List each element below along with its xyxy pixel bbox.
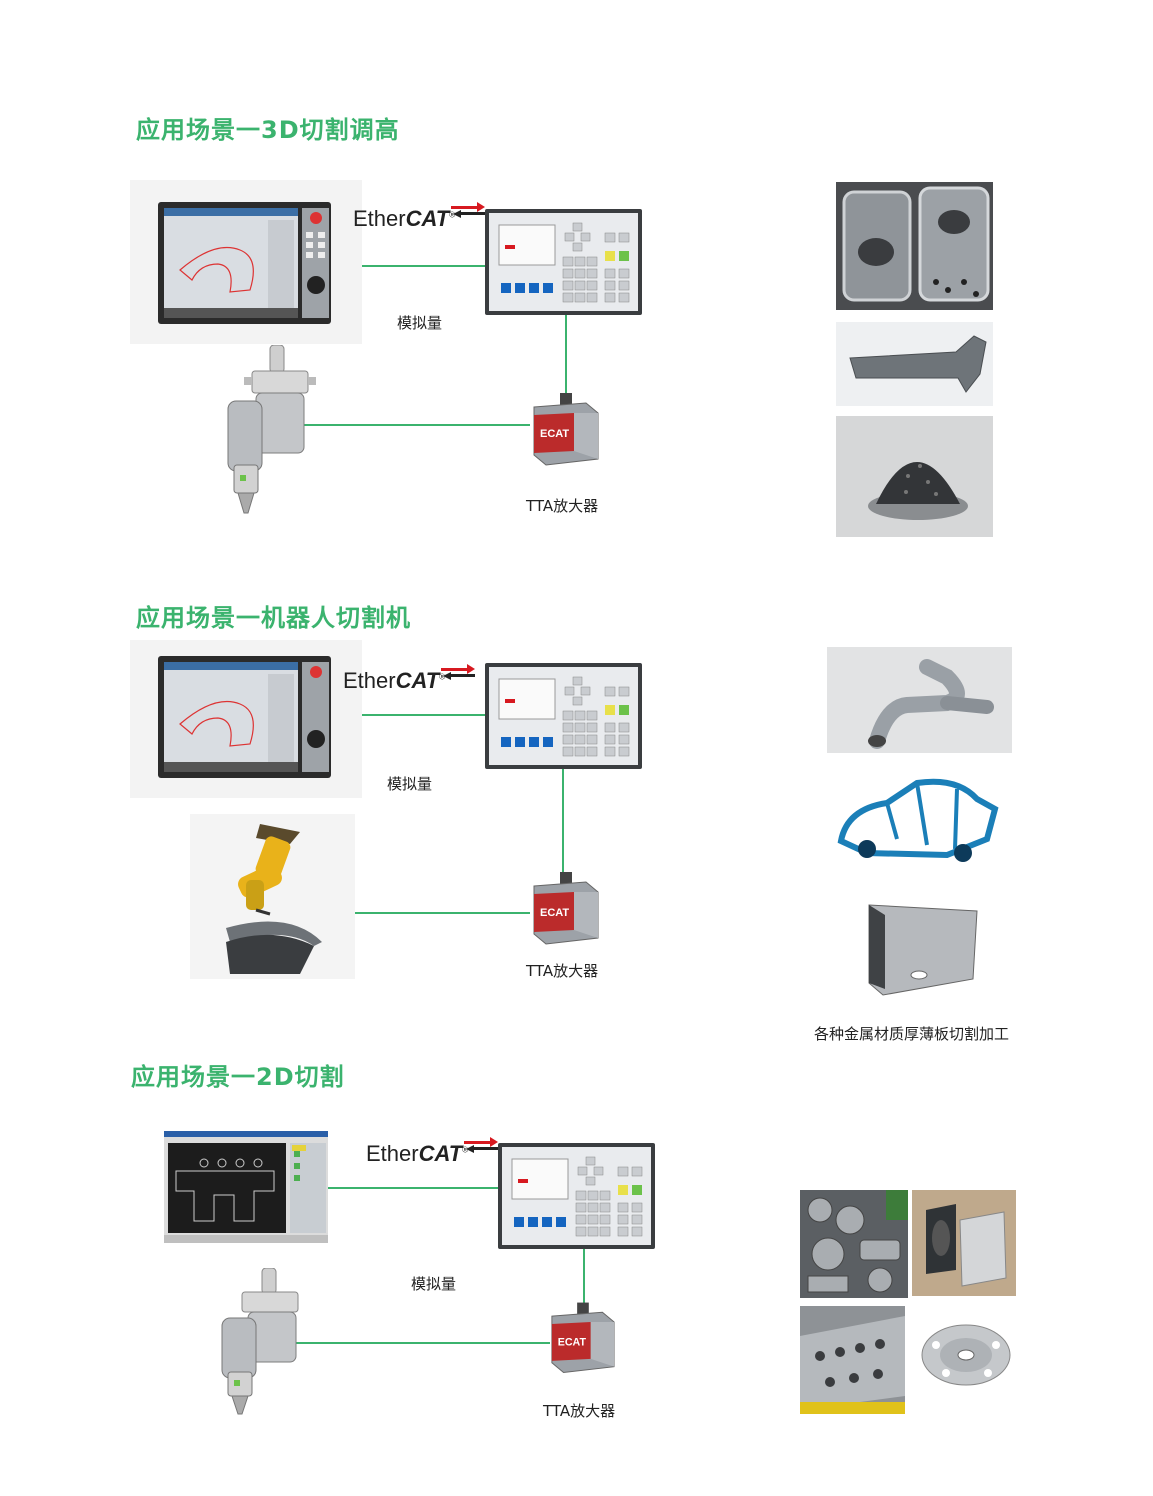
amplifier-label: TTA放大器 [543, 1402, 616, 1420]
cad-software-screen [164, 1131, 328, 1243]
robot-arm [190, 814, 355, 979]
scene-2-heading: 应用场景一机器人切割机 [136, 604, 411, 632]
sample-image-steel-bracket [836, 322, 993, 406]
ethercat-arrows-icon [464, 1137, 499, 1153]
sample-image-car-frame [827, 769, 1009, 875]
sample-image-gear-disc [916, 1318, 1016, 1392]
analog-label: 模拟量 [397, 314, 443, 332]
sample-image-thick-blocks [912, 1190, 1016, 1296]
sample-image-metal-box [827, 893, 1009, 999]
svg-text:ECAT: ECAT [540, 907, 569, 919]
sample-image-perforated-cone [836, 416, 993, 537]
analog-label: 模拟量 [387, 775, 433, 793]
samples-caption: 各种金属材质厚薄板切割加工 [814, 1025, 1010, 1043]
svg-text:ECAT: ECAT [540, 428, 569, 440]
cnc-monitor [130, 640, 362, 798]
amplifier-label: TTA放大器 [526, 962, 599, 980]
tta-amplifier: ECAT [533, 872, 599, 945]
amplifier-label: TTA放大器 [526, 497, 599, 515]
scene-1-heading: 应用场景一3D切割调高 [136, 116, 400, 144]
sample-image-cut-parts-pile [800, 1190, 908, 1298]
scene-3-heading: 应用场景一2D切割 [131, 1063, 345, 1091]
cnc-monitor [130, 180, 362, 344]
svg-text:ECAT: ECAT [558, 1336, 587, 1348]
laser-cutting-head [221, 1268, 299, 1415]
height-controller [498, 1143, 655, 1249]
ethercat-logo: EtherCAT® [366, 1137, 499, 1167]
sample-image-3d-parts [836, 182, 993, 310]
analog-label: 模拟量 [411, 1275, 457, 1293]
sample-image-perforated-plate [800, 1306, 905, 1414]
tta-amplifier: ECAT [551, 1302, 615, 1374]
tta-amplifier: ECAT [533, 393, 599, 466]
height-controller [485, 663, 642, 769]
ethercat-logo: EtherCAT® [353, 202, 486, 232]
ethercat-arrows-icon [451, 202, 486, 218]
height-controller [485, 209, 642, 315]
laser-cutting-head [227, 345, 316, 514]
sample-image-bent-pipe [827, 647, 1012, 753]
ethercat-arrows-icon [441, 664, 476, 680]
ethercat-logo: EtherCAT® [343, 664, 476, 694]
